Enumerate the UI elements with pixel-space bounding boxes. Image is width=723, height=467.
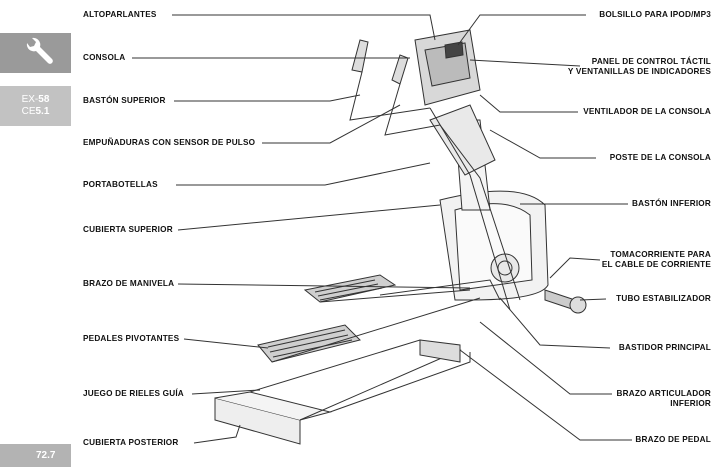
label-altoparlantes: ALTOPARLANTES	[83, 10, 157, 19]
model-tab: EX-58 CE5.1	[0, 86, 71, 126]
label-panel-control: PANEL DE CONTROL TÁCTIL Y VENTANILLAS DE…	[568, 57, 711, 77]
model-line-2: CE5.1	[21, 106, 50, 117]
label-toma-line-1: TOMACORRIENTE PARA	[610, 250, 711, 259]
wrench-icon	[26, 37, 53, 64]
label-articulador-line-2: INFERIOR	[670, 399, 711, 408]
label-baston-superior: BASTÓN SUPERIOR	[83, 96, 166, 105]
label-portabotellas: PORTABOTELLAS	[83, 180, 158, 189]
label-tomacorriente: TOMACORRIENTE PARA EL CABLE DE CORRIENTE	[602, 250, 711, 270]
label-poste: POSTE DE LA CONSOLA	[609, 153, 711, 162]
label-cubierta-posterior: CUBIERTA POSTERIOR	[83, 438, 179, 447]
label-articulador-line-1: BRAZO ARTICULADOR	[616, 389, 711, 398]
label-brazo-articulador: BRAZO ARTICULADOR INFERIOR	[616, 389, 711, 409]
label-juego-rieles: JUEGO DE RIELES GUÍA	[83, 389, 184, 398]
label-ventilador: VENTILADOR DE LA CONSOLA	[583, 107, 711, 116]
page-number: 72.7	[0, 444, 71, 467]
label-consola: CONSOLA	[83, 53, 126, 62]
label-empunaduras: EMPUÑADURAS CON SENSOR DE PULSO	[83, 138, 256, 147]
tool-tab	[0, 33, 71, 73]
label-toma-line-2: EL CABLE DE CORRIENTE	[601, 260, 711, 269]
label-brazo-manivela: BRAZO DE MANIVELA	[83, 279, 175, 288]
label-tubo: TUBO ESTABILIZADOR	[616, 294, 711, 303]
label-pedales-pivotantes: PEDALES PIVOTANTES	[83, 334, 180, 343]
label-panel-line-2: Y VENTANILLAS DE INDICADORES	[567, 67, 711, 76]
model-line-1: EX-58	[21, 94, 50, 105]
label-brazo-pedal: BRAZO DE PEDAL	[635, 435, 711, 444]
label-baston-inferior: BASTÓN INFERIOR	[632, 199, 711, 208]
label-cubierta-superior: CUBIERTA SUPERIOR	[83, 225, 173, 234]
label-bastidor: BASTIDOR PRINCIPAL	[618, 343, 711, 352]
label-bolsillo: BOLSILLO PARA IPOD/MP3	[599, 10, 711, 19]
label-panel-line-1: PANEL DE CONTROL TÁCTIL	[591, 57, 711, 66]
